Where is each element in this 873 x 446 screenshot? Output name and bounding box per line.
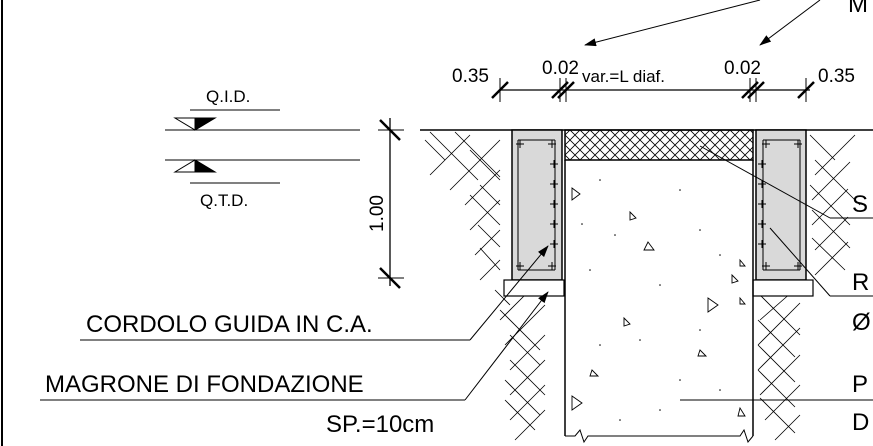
label-right-p: P: [852, 371, 868, 398]
label-cordolo: CORDOLO GUIDA IN C.A.: [86, 311, 373, 338]
diaphragm-panel: [564, 160, 754, 444]
leader-arrow-left-gap: [584, 0, 761, 47]
left-rebar: [516, 139, 558, 271]
label-right-r: R: [852, 269, 869, 296]
dim-right-wall: 0.35: [818, 66, 855, 87]
top-slab: [564, 129, 754, 161]
magrone-leader: [40, 291, 549, 401]
soil-right: [757, 134, 861, 441]
concrete-dots: [581, 179, 721, 421]
label-magrone: MAGRONE DI FONDAZIONE: [45, 371, 364, 398]
label-right-s: S: [852, 191, 868, 218]
height-dimension-line: [378, 118, 404, 289]
label-magrone-thickness: SP.=10cm: [326, 411, 434, 438]
level-qtd-symbol: [165, 159, 360, 184]
dim-middle: var.=L diaf.: [582, 67, 665, 86]
leader-arrow-right-gap: [759, 0, 821, 46]
level-qtd-label: Q.T.D.: [200, 191, 248, 210]
soil-left: [424, 131, 546, 441]
right-lean-concrete: [752, 279, 814, 297]
dim-right-gap: 0.02: [724, 58, 761, 79]
level-qid-label: Q.I.D.: [206, 87, 250, 106]
right-leaders: [680, 145, 873, 401]
top-label-partial: M: [848, 0, 868, 18]
left-lean-concrete: [503, 279, 565, 297]
dim-height: 1.00: [367, 195, 388, 232]
label-right-o: Ø: [852, 309, 871, 336]
right-rebar: [758, 139, 802, 271]
dim-left-gap: 0.02: [542, 58, 579, 79]
cordolo-leader: [80, 245, 549, 341]
label-right-d: D: [852, 409, 869, 436]
dim-left-wall: 0.35: [452, 66, 489, 87]
concrete-aggregate: [571, 187, 746, 417]
level-qid-symbol: [165, 109, 360, 131]
top-dimension-line: [491, 78, 815, 102]
